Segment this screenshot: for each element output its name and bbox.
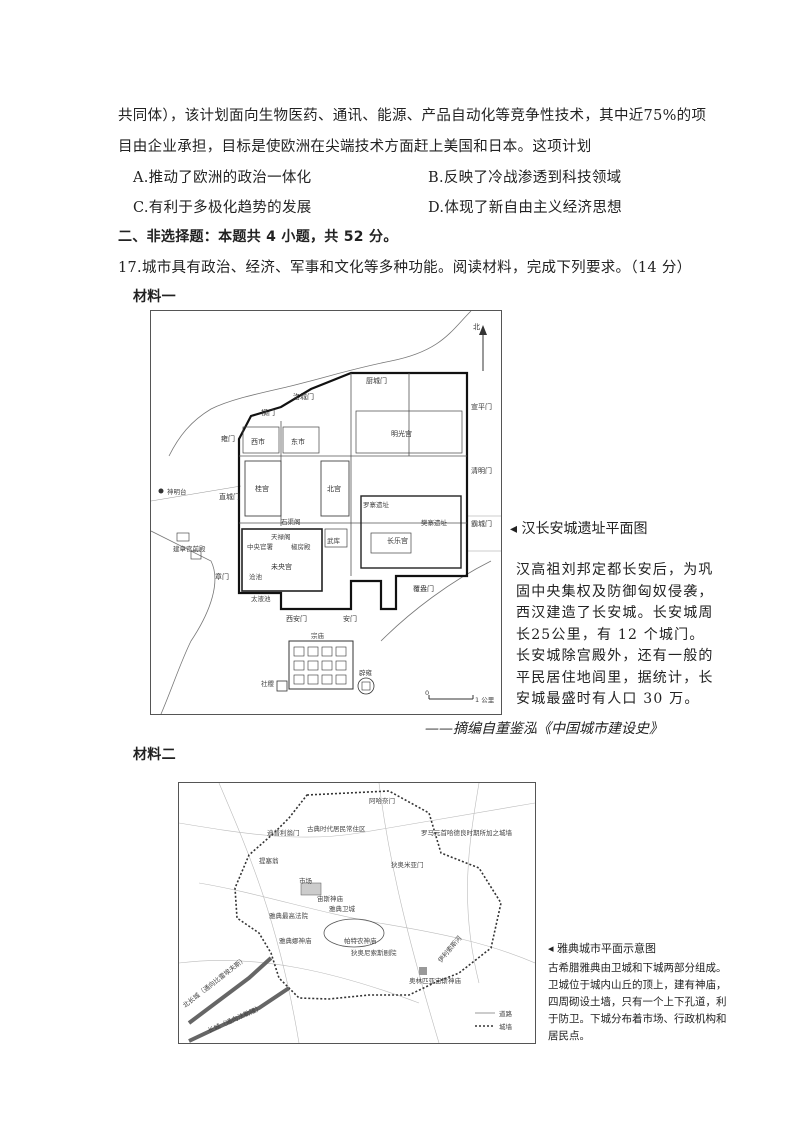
map-label-long-wall-n: 北长城（通向比雷埃夫斯）	[181, 954, 248, 1009]
map-label-wuku: 武库	[327, 536, 341, 545]
map-label-gui-palace: 桂宫	[255, 484, 269, 493]
map-label-taiye: 太液池	[251, 594, 271, 603]
map-label-areopagus: 雅典最高法院	[269, 911, 309, 920]
option-a: A.推动了欧洲的政治一体化	[133, 170, 312, 186]
map-label-legend-road: 道路	[499, 1009, 513, 1018]
north-label: 北	[473, 323, 480, 331]
material2-label: 材料二	[133, 747, 176, 763]
map-label-agora: 市场	[299, 876, 313, 885]
map-label-luojiang: 罗寨遗址	[363, 500, 390, 509]
map-label-yong-gate: 雍门	[221, 434, 235, 443]
map-label-diomia: 狄奥米亚门	[391, 860, 424, 869]
map-label-pnyx: 雅典娜神庙	[279, 936, 312, 945]
map-label-north-palace: 北宫	[327, 484, 341, 493]
material1-description: 汉高祖刘邦定都长安后，为巩固中央集权及防御匈奴侵袭，西汉建造了长安城。长安城周长…	[516, 562, 714, 707]
material1-caption: ◂ 汉长安城遗址平面图	[510, 521, 648, 537]
chang-an-map-drawing: 北	[151, 311, 501, 714]
option-b: B.反映了冷战渗透到科技领域	[428, 170, 622, 186]
map-label-dipylon: 迪普利翁门	[267, 828, 300, 837]
map-label-dionysus: 狄奥尼索斯剧院	[351, 948, 397, 957]
map-label-xian-gate: 西安门	[286, 614, 307, 623]
map-label-roman: 罗马元首哈德良时期所加之城墙	[421, 828, 513, 837]
material1-source: ——摘编自董鉴泓《中国城市建设史》	[425, 721, 663, 737]
map-label-parthenon: 帕特农神庙	[344, 936, 377, 945]
map-label-chu-gate: 厨城门	[366, 376, 387, 385]
map-label-zeus: 宙斯神庙	[317, 894, 344, 903]
option-d: D.体现了新自由主义经济思想	[428, 200, 622, 216]
section-title: 二、非选择题：本题共 4 小题，共 52 分。	[118, 229, 398, 245]
map-label-weiyang: 未央宫	[271, 562, 292, 571]
map-label-heng-gate: 横门	[261, 408, 275, 417]
map-label-jianzhang: 建章宫前殿	[173, 544, 206, 553]
map-label-changle: 长乐宫	[387, 536, 408, 545]
map-label-olympieion: 奥林匹亚宙斯神庙	[409, 976, 462, 985]
material1-label: 材料一	[133, 289, 176, 305]
map-label-jiaofang: 椒房殿	[291, 542, 311, 551]
map-label-sheji: 社稷	[261, 679, 275, 688]
map-label-acropolis: 雅典卫城	[329, 904, 356, 913]
question-text-line1: 共同体），该计划面向生物医药、通讯、能源、产品自动化等竞争性技术，其中近75%的…	[118, 108, 707, 124]
map-label-residences: 古典时代居民常住区	[307, 824, 366, 833]
map-label-zhicheng-gate: 直城门	[219, 492, 240, 501]
map-label-shenming: 神明台	[167, 487, 187, 496]
material2-caption: ◂ 雅典城市平面示意图	[548, 942, 657, 955]
map-label-canglang: 沧池	[249, 572, 263, 581]
map-label-shiqu: 石渠阁	[281, 517, 301, 526]
north-arrow-icon: 北	[473, 323, 487, 371]
map-label-xuanping-gate: 宣平门	[471, 402, 492, 411]
map-label-qianqiu: 中央官署	[247, 542, 274, 551]
question-17: 17.城市具有政治、经济、军事和文化等多种功能。阅读材料，完成下列要求。（14 …	[118, 260, 692, 276]
map-label-east-market: 东市	[291, 437, 305, 446]
map-label-bacheng-gate: 霸城门	[471, 519, 492, 528]
map-label-theseum: 提塞翁	[259, 856, 279, 865]
map-label-fu-gate: 覆盎门	[413, 584, 434, 593]
map-label-tianlu: 天禄阁	[271, 532, 291, 541]
map-label-top-gate: 阿哈奈门	[369, 796, 395, 805]
map-label-zhang-gate: 章门	[215, 572, 229, 581]
map-label-long-wall-s: 长城（通向法勒隆）	[206, 1003, 263, 1035]
map-label-biyong: 辟雍	[359, 668, 373, 677]
athens-map: 阿哈奈门 迪普利翁门 古典时代居民常住区 罗马元首哈德良时期所加之城墙 提塞翁 …	[178, 782, 536, 1044]
map-label-scale-unit: 1 公里	[475, 696, 495, 704]
map-label-west-market: 西市	[251, 437, 265, 446]
material2-description: 古希腊雅典由卫城和下城两部分组成。卫城位于城内山丘的顶上，建有神庙，四周砌设土墙…	[548, 962, 727, 1042]
map-label-qingming-gate: 清明门	[471, 466, 492, 475]
map-label-kaoyi: 樊寨遗址	[421, 518, 448, 527]
map-label-legend-wall: 城墙	[499, 1022, 513, 1031]
option-c: C.有利于多极化趋势的发展	[133, 200, 312, 216]
map-label-mingguang: 明光宫	[391, 429, 412, 438]
map-label-ilissos: 伊利索斯河	[436, 933, 464, 964]
map-label-zongmiao: 宗庙	[311, 631, 325, 640]
question-text-line2: 目由企业承担，目标是使欧洲在尖端技术方面赶上美国和日本。这项计划	[118, 139, 592, 155]
map-label-scale: 0	[425, 689, 429, 697]
chang-an-map: 北	[150, 310, 502, 715]
map-label-luo-gate: 洛城门	[293, 392, 314, 401]
map-label-an-gate: 安门	[343, 614, 357, 623]
athens-map-drawing: 阿哈奈门 迪普利翁门 古典时代居民常住区 罗马元首哈德良时期所加之城墙 提塞翁 …	[179, 783, 535, 1043]
